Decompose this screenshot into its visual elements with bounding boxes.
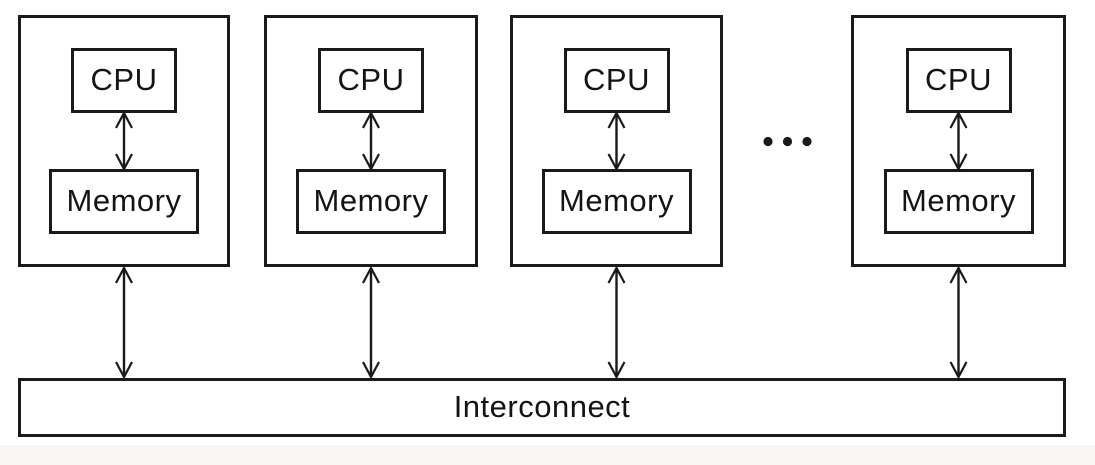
memory-box: Memory — [541, 169, 692, 234]
memory-box: Memory — [296, 169, 446, 234]
memory-box: Memory — [883, 169, 1034, 234]
cpu-box: CPU — [563, 48, 670, 113]
compute-node-box: CPU Memory — [851, 15, 1066, 267]
memory-box: Memory — [49, 169, 199, 234]
node-interconnect-double-arrow-icon — [362, 265, 380, 380]
node-interconnect-double-arrow-icon — [949, 265, 968, 380]
memory-label: Memory — [559, 182, 674, 218]
compute-node-box: CPU Memory — [18, 15, 230, 267]
cpu-label: CPU — [583, 61, 650, 97]
node-interconnect-double-arrow-icon — [607, 265, 626, 380]
cpu-label: CPU — [90, 61, 158, 97]
compute-node-box: CPU Memory — [264, 15, 478, 267]
memory-label: Memory — [66, 182, 182, 218]
cpu-box: CPU — [318, 48, 424, 113]
interconnect-bar: Interconnect — [18, 378, 1066, 437]
cpu-box: CPU — [905, 48, 1012, 113]
node-interconnect-double-arrow-icon — [115, 265, 133, 380]
memory-label: Memory — [901, 182, 1016, 218]
cpu-label: CPU — [337, 61, 405, 97]
interconnect-label: Interconnect — [453, 388, 631, 424]
compute-node-box: CPU Memory — [510, 15, 723, 267]
cpu-label: CPU — [925, 61, 992, 97]
memory-label: Memory — [313, 182, 429, 218]
ellipsis-icon — [763, 136, 812, 147]
cpu-box: CPU — [71, 48, 177, 113]
page-edge-strip — [0, 445, 1095, 465]
